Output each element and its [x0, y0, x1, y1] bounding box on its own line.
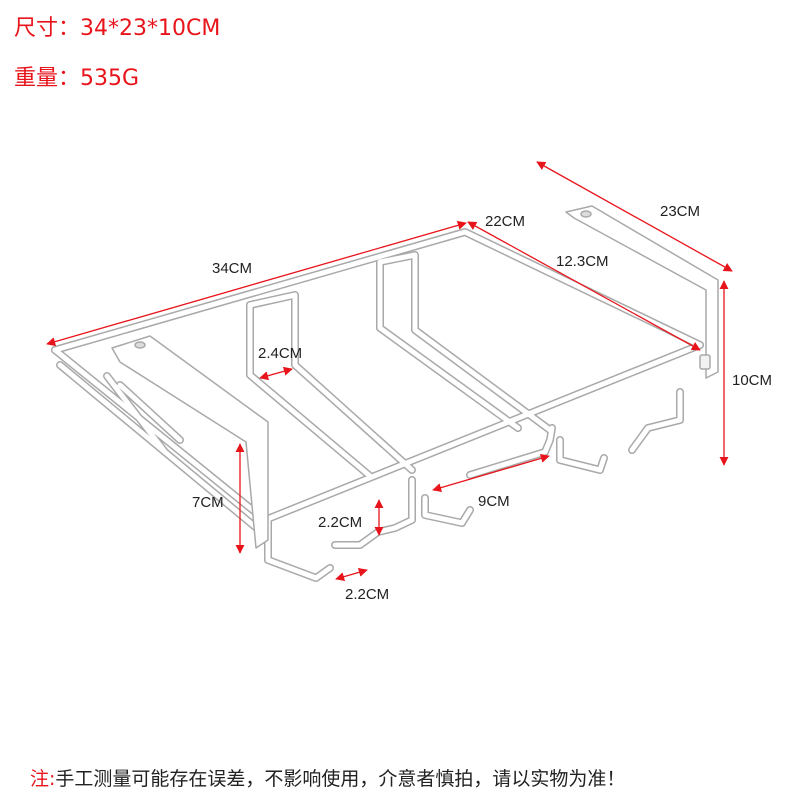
weight-spec: 重量：535G — [14, 66, 140, 91]
hook-width-arrow — [335, 567, 368, 582]
clamp-height-label: 7CM — [192, 494, 224, 511]
hook-depth-label: 2.2CM — [318, 514, 362, 531]
note-text: 手工测量可能存在误差，不影响使用，介意者慎拍，请以实物为准！ — [55, 768, 626, 790]
inner-depth-arrow — [467, 221, 701, 351]
length-arrow — [46, 220, 467, 347]
length-label: 34CM — [212, 260, 252, 277]
width-label: 23CM — [660, 203, 700, 220]
height-label: 10CM — [732, 372, 772, 389]
size-spec: 尺寸：34*23*10CM — [14, 16, 221, 41]
slot-width-arrow — [432, 453, 550, 493]
dimension-arrows — [46, 161, 733, 582]
slot-width-label: 9CM — [478, 493, 510, 510]
hook-gap-label: 2.4CM — [258, 345, 302, 362]
hook-width-label: 2.2CM — [345, 586, 389, 603]
note-label: 注: — [30, 768, 56, 790]
hook-span-label: 12.3CM — [556, 253, 609, 270]
inner-depth-label: 22CM — [485, 213, 525, 230]
disclaimer-note: 注:手工测量可能存在误差，不影响使用，介意者慎拍，请以实物为准！ — [30, 764, 625, 791]
rack-wire-core — [52, 229, 703, 581]
hook-gap-arrow — [259, 366, 293, 381]
